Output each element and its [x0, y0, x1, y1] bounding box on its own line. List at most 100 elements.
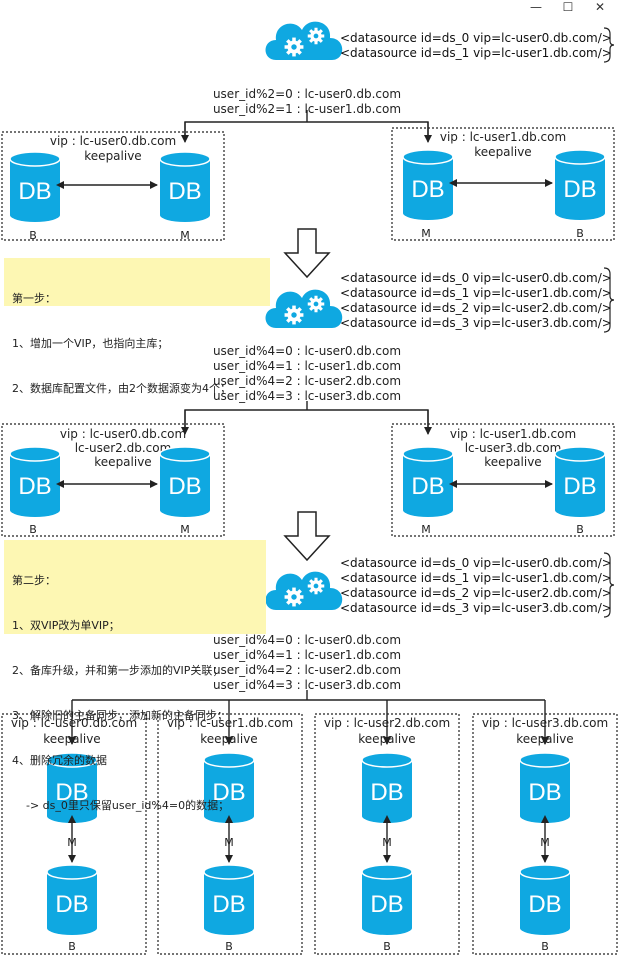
route-line: user_id%2=0 : lc-user0.db.com: [213, 87, 401, 101]
database-backup: DB: [361, 864, 413, 935]
keepalive-label: keepalive: [200, 732, 257, 746]
gear-icon: [284, 587, 304, 607]
minimize-button[interactable]: —: [530, 0, 542, 14]
step1-left-box: [1, 423, 225, 537]
database-icon: [555, 454, 605, 517]
step1-note-line: 2、数据库配置文件，由2个数据源变为4个；: [12, 382, 231, 395]
database-icon: [555, 157, 605, 220]
close-button[interactable]: ✕: [594, 0, 606, 14]
step2-note-line: 1、双VIP改为单VIP；: [12, 619, 120, 632]
database-label: DB: [370, 891, 403, 918]
role-label: B: [225, 940, 233, 953]
role-label: B: [29, 523, 37, 536]
gear-tooth: [292, 602, 296, 607]
gear-icon: [307, 295, 325, 313]
gear-hole: [291, 312, 297, 318]
database-top: [9, 151, 61, 167]
gear-tooth: [292, 52, 296, 57]
database-top: [203, 864, 255, 880]
vip-label: vip : lc-user0.db.com: [50, 134, 176, 148]
database-icon: [160, 454, 210, 517]
database-top: [9, 446, 61, 462]
role-label: M: [540, 836, 550, 849]
database-top: [46, 752, 98, 768]
step2-note: 第二步： 1、双VIP改为单VIP； 2、备库升级，并和第一步添加的VIP关联；…: [4, 540, 266, 812]
gear-tooth: [292, 305, 296, 310]
step2-note-line: 3、解除旧的主备同步，添加新的主备同步；: [12, 709, 228, 722]
database-label: DB: [18, 178, 51, 205]
vip-label: vip : lc-user2.db.com: [324, 716, 450, 730]
role-label: B: [383, 940, 391, 953]
database-master: DB: [46, 752, 98, 823]
gear-tooth: [314, 295, 318, 300]
database-right: DB: [159, 151, 211, 222]
datasource-line: <datasource id=ds_1 vip=lc-user1.db.com/…: [340, 286, 612, 300]
vip-label: vip : lc-user3.db.com: [482, 716, 608, 730]
step2-box-0: [1, 713, 147, 955]
role-label: M: [180, 523, 190, 536]
vip-label: keepalive: [94, 455, 151, 469]
gear-tooth: [292, 37, 296, 42]
step2-box-1: [157, 713, 303, 955]
database-icon: [362, 872, 412, 935]
route-line: user_id%4=0 : lc-user0.db.com: [213, 344, 401, 358]
brace: [603, 267, 615, 333]
database-label: DB: [18, 473, 51, 500]
role-label: B: [576, 523, 584, 536]
step1-note: 第一步： 1、增加一个VIP，也指向主库； 2、数据库配置文件，由2个数据源变为…: [4, 258, 270, 395]
datasource-line: <datasource id=ds_0 vip=lc-user0.db.com/…: [340, 556, 612, 570]
database-top: [159, 446, 211, 462]
gear-tooth: [314, 590, 318, 595]
vip-label: vip : lc-user1.db.com: [450, 427, 576, 441]
route-line: user_id%4=3 : lc-user3.db.com: [213, 678, 401, 692]
datasource-line: <datasource id=ds_3 vip=lc-user3.db.com/…: [340, 601, 612, 615]
datasource-line: <datasource id=ds_3 vip=lc-user3.db.com/…: [340, 316, 612, 330]
database-right: DB: [159, 446, 211, 517]
vip-label: lc-user3.db.com: [465, 441, 562, 455]
datasource-line: <datasource id=ds_2 vip=lc-user2.db.com/…: [340, 301, 612, 315]
gear-tooth: [292, 320, 296, 325]
database-label: DB: [168, 473, 201, 500]
vip-label: vip : lc-user1.db.com: [440, 130, 566, 144]
database-left: DB: [402, 149, 454, 220]
database-left: DB: [9, 446, 61, 517]
database-label: DB: [55, 891, 88, 918]
database-top: [519, 752, 571, 768]
vip-label: keepalive: [84, 149, 141, 163]
datasource-line: <datasource id=ds_1 vip=lc-user1.db.com/…: [340, 571, 612, 585]
keepalive-label: keepalive: [43, 732, 100, 746]
gear-hole: [291, 594, 297, 600]
role-label: M: [180, 229, 190, 242]
keepalive-label: keepalive: [516, 732, 573, 746]
gear-tooth: [292, 587, 296, 592]
transition-arrow-icon: [283, 511, 331, 562]
gear-icon: [284, 305, 304, 325]
cloud-shape: [265, 571, 343, 610]
stage1-right-box: [391, 127, 615, 241]
database-label: DB: [370, 779, 403, 806]
brace: [603, 27, 615, 63]
database-backup: DB: [203, 864, 255, 935]
database-label: DB: [563, 176, 596, 203]
database-icon: [520, 872, 570, 935]
route-line: user_id%4=1 : lc-user1.db.com: [213, 359, 401, 373]
database-master: DB: [361, 752, 413, 823]
database-master: DB: [519, 752, 571, 823]
database-label: DB: [411, 176, 444, 203]
datasource-line: <datasource id=ds_2 vip=lc-user2.db.com/…: [340, 586, 612, 600]
database-top: [159, 151, 211, 167]
role-label: B: [576, 227, 584, 240]
vip-label: keepalive: [484, 455, 541, 469]
datasource-line: <datasource id=ds_0 vip=lc-user0.db.com/…: [340, 271, 612, 285]
role-label: M: [421, 227, 431, 240]
datasource-line: <datasource id=ds_1 vip=lc-user1.db.com/…: [340, 46, 612, 60]
cloud-shape: [265, 21, 343, 60]
route-line: user_id%4=2 : lc-user2.db.com: [213, 374, 401, 388]
database-label: DB: [563, 473, 596, 500]
route-line: user_id%4=1 : lc-user1.db.com: [213, 648, 401, 662]
vip-label: vip : lc-user0.db.com: [60, 427, 186, 441]
maximize-button[interactable]: ☐: [562, 0, 574, 14]
database-top: [402, 149, 454, 165]
role-label: M: [421, 523, 431, 536]
database-label: DB: [212, 779, 245, 806]
